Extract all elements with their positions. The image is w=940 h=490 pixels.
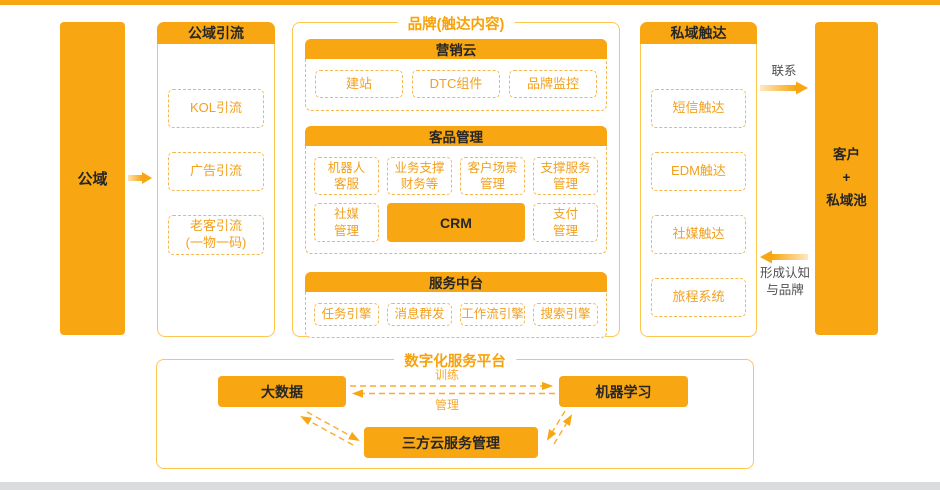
marketing-cloud-header: 营销云 [305,39,607,59]
manage-edge-label: 管理 [434,398,459,412]
service-middle-header: 服务中台 [305,272,607,292]
customer-item-social: 社媒 管理 [314,203,379,242]
machine-learning-node: 机器学习 [559,376,688,407]
crm-node: CRM [387,203,525,242]
platform-arrows-icon [300,381,573,446]
customer-item-supportsvc: 支撑服务 管理 [533,157,598,195]
digital-platform-title: 数字化服务平台 [394,350,516,371]
big-data-node: 大数据 [218,376,346,407]
right-arrow-icon [128,172,152,184]
awareness-flow-label: 形成认知 与品牌 [759,266,810,297]
marketing-item-sitebuild: 建站 [315,70,403,98]
contact-arrow-icon [760,81,808,95]
service-item-task: 任务引擎 [314,303,379,326]
reach-item-journey: 旅程系统 [651,278,746,317]
contact-flow-label: 联系 [771,64,797,78]
bottom-gray-bar [0,482,940,490]
train-edge-label: 训练 [434,368,459,382]
customer-pool-label: 客户 + 私域池 [826,147,867,208]
service-middle-items: 任务引擎 消息群发 工作流引擎 搜索引擎 [306,292,606,337]
brand-panel-body: 营销云 建站 DTC组件 品牌监控 客品管理 机器人 客服 业务支撑 财务等 客… [305,39,607,338]
brand-panel: 品牌(触达内容) 营销云 建站 DTC组件 品牌监控 客品管理 机器人 客服 业… [292,13,620,338]
third-party-cloud-node: 三方云服务管理 [364,427,538,458]
service-item-message: 消息群发 [387,303,452,326]
marketing-item-dtc: DTC组件 [412,70,500,98]
customer-mgmt-header: 客品管理 [305,126,607,146]
private-reach-header: 私域触达 [640,22,757,44]
reach-item-sms: 短信触达 [651,89,746,128]
brand-panel-title: 品牌(触达内容) [397,13,515,34]
public-funnel-items: KOL引流 广告引流 老客引流 (一物一码) [158,44,274,255]
top-accent-bar [0,0,940,5]
service-middle-section: 服务中台 任务引擎 消息群发 工作流引擎 搜索引擎 [305,272,607,338]
public-domain-box: 公域 [60,22,125,335]
customer-item-robot: 机器人 客服 [314,157,379,195]
customer-pool-box: 客户 + 私域池 [815,22,878,335]
private-reach-panel: 私域触达 短信触达 EDM触达 社媒触达 旅程系统 [640,22,757,337]
customer-mgmt-items: 机器人 客服 业务支撑 财务等 客户场景 管理 支撑服务 管理 社媒 管理 CR… [306,146,606,253]
reach-item-edm: EDM触达 [651,152,746,191]
customer-mgmt-section: 客品管理 机器人 客服 业务支撑 财务等 客户场景 管理 支撑服务 管理 社媒 … [305,126,607,254]
public-domain-label: 公域 [77,171,108,188]
customer-item-payment: 支付 管理 [533,203,598,242]
service-item-workflow: 工作流引擎 [460,303,525,326]
reach-item-social: 社媒触达 [651,215,746,254]
funnel-item-returning: 老客引流 (一物一码) [168,215,264,255]
funnel-item-kol: KOL引流 [168,89,264,128]
marketing-cloud-items: 建站 DTC组件 品牌监控 [306,59,606,110]
service-item-search: 搜索引擎 [533,303,598,326]
marketing-item-monitor: 品牌监控 [509,70,597,98]
digital-platform-panel: 数字化服务平台 训练 管理 大数据 机器学习 三方云服务管理 [156,350,754,469]
marketing-cloud-section: 营销云 建站 DTC组件 品牌监控 [305,39,607,111]
customer-item-bizsupport: 业务支撑 财务等 [387,157,452,195]
public-funnel-header: 公域引流 [157,22,275,44]
public-funnel-panel: 公域引流 KOL引流 广告引流 老客引流 (一物一码) [157,22,275,337]
private-reach-items: 短信触达 EDM触达 社媒触达 旅程系统 [641,44,756,317]
awareness-arrow-icon [760,250,808,264]
funnel-item-ads: 广告引流 [168,152,264,191]
customer-item-scene: 客户场景 管理 [460,157,525,195]
